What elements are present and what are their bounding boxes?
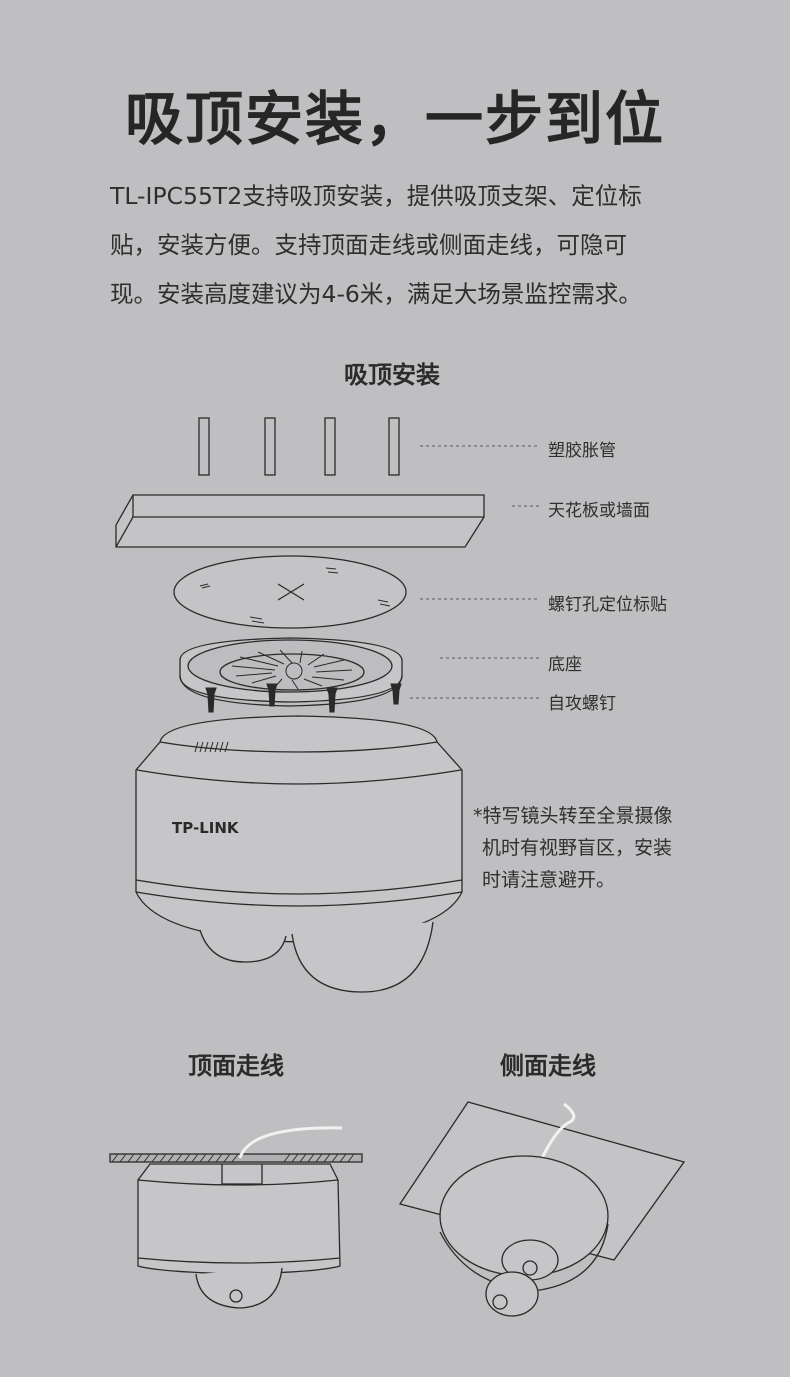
plastic-anchor [264, 417, 276, 476]
label-self-tapping-screws: 自攻螺钉 [548, 694, 616, 714]
label-ceiling-or-wall: 天花板或墙面 [548, 501, 650, 521]
page-title: 吸顶安装，一步到位 [124, 85, 665, 153]
label-positioning-sticker: 螺钉孔定位标贴 [548, 595, 667, 615]
section-title-ceiling-mount: 吸顶安装 [344, 361, 440, 389]
description-line: 贴，安装方便。支持顶面走线或侧面走线，可隐可 [110, 231, 627, 259]
top-wiring-illustration [109, 1126, 363, 1309]
mounting-base [179, 637, 403, 707]
note-line: *特写镜头转至全景摄像 [473, 805, 673, 827]
plastic-anchor [388, 417, 400, 476]
label-plastic-anchors: 塑胶胀管 [548, 441, 616, 461]
description-line: 现。安装高度建议为4-6米，满足大场景监控需求。 [110, 280, 642, 308]
plastic-anchor [198, 417, 210, 476]
self-tapping-screws [205, 683, 402, 713]
note-line: 时请注意避开。 [482, 869, 616, 891]
description-line: TL-IPC55T2支持吸顶安装，提供吸顶支架、定位标 [110, 182, 642, 210]
label-base: 底座 [548, 655, 582, 675]
installation-note: *特写镜头转至全景摄像 机时有视野盲区，安装 时请注意避开。 [473, 800, 673, 896]
positioning-sticker [173, 555, 407, 629]
brand-logo-text: TP-LINK [172, 819, 240, 837]
section-title-side-wiring: 侧面走线 [500, 1052, 596, 1080]
side-wiring-illustration [398, 1101, 686, 1317]
note-line: 机时有视野盲区，安装 [482, 837, 673, 859]
section-title-top-wiring: 顶面走线 [188, 1052, 284, 1080]
description: TL-IPC55T2支持吸顶安装，提供吸顶支架、定位标 贴，安装方便。支持顶面走… [110, 172, 700, 319]
plastic-anchor [324, 417, 336, 476]
camera-body [135, 715, 463, 993]
ceiling-slab [115, 494, 485, 548]
